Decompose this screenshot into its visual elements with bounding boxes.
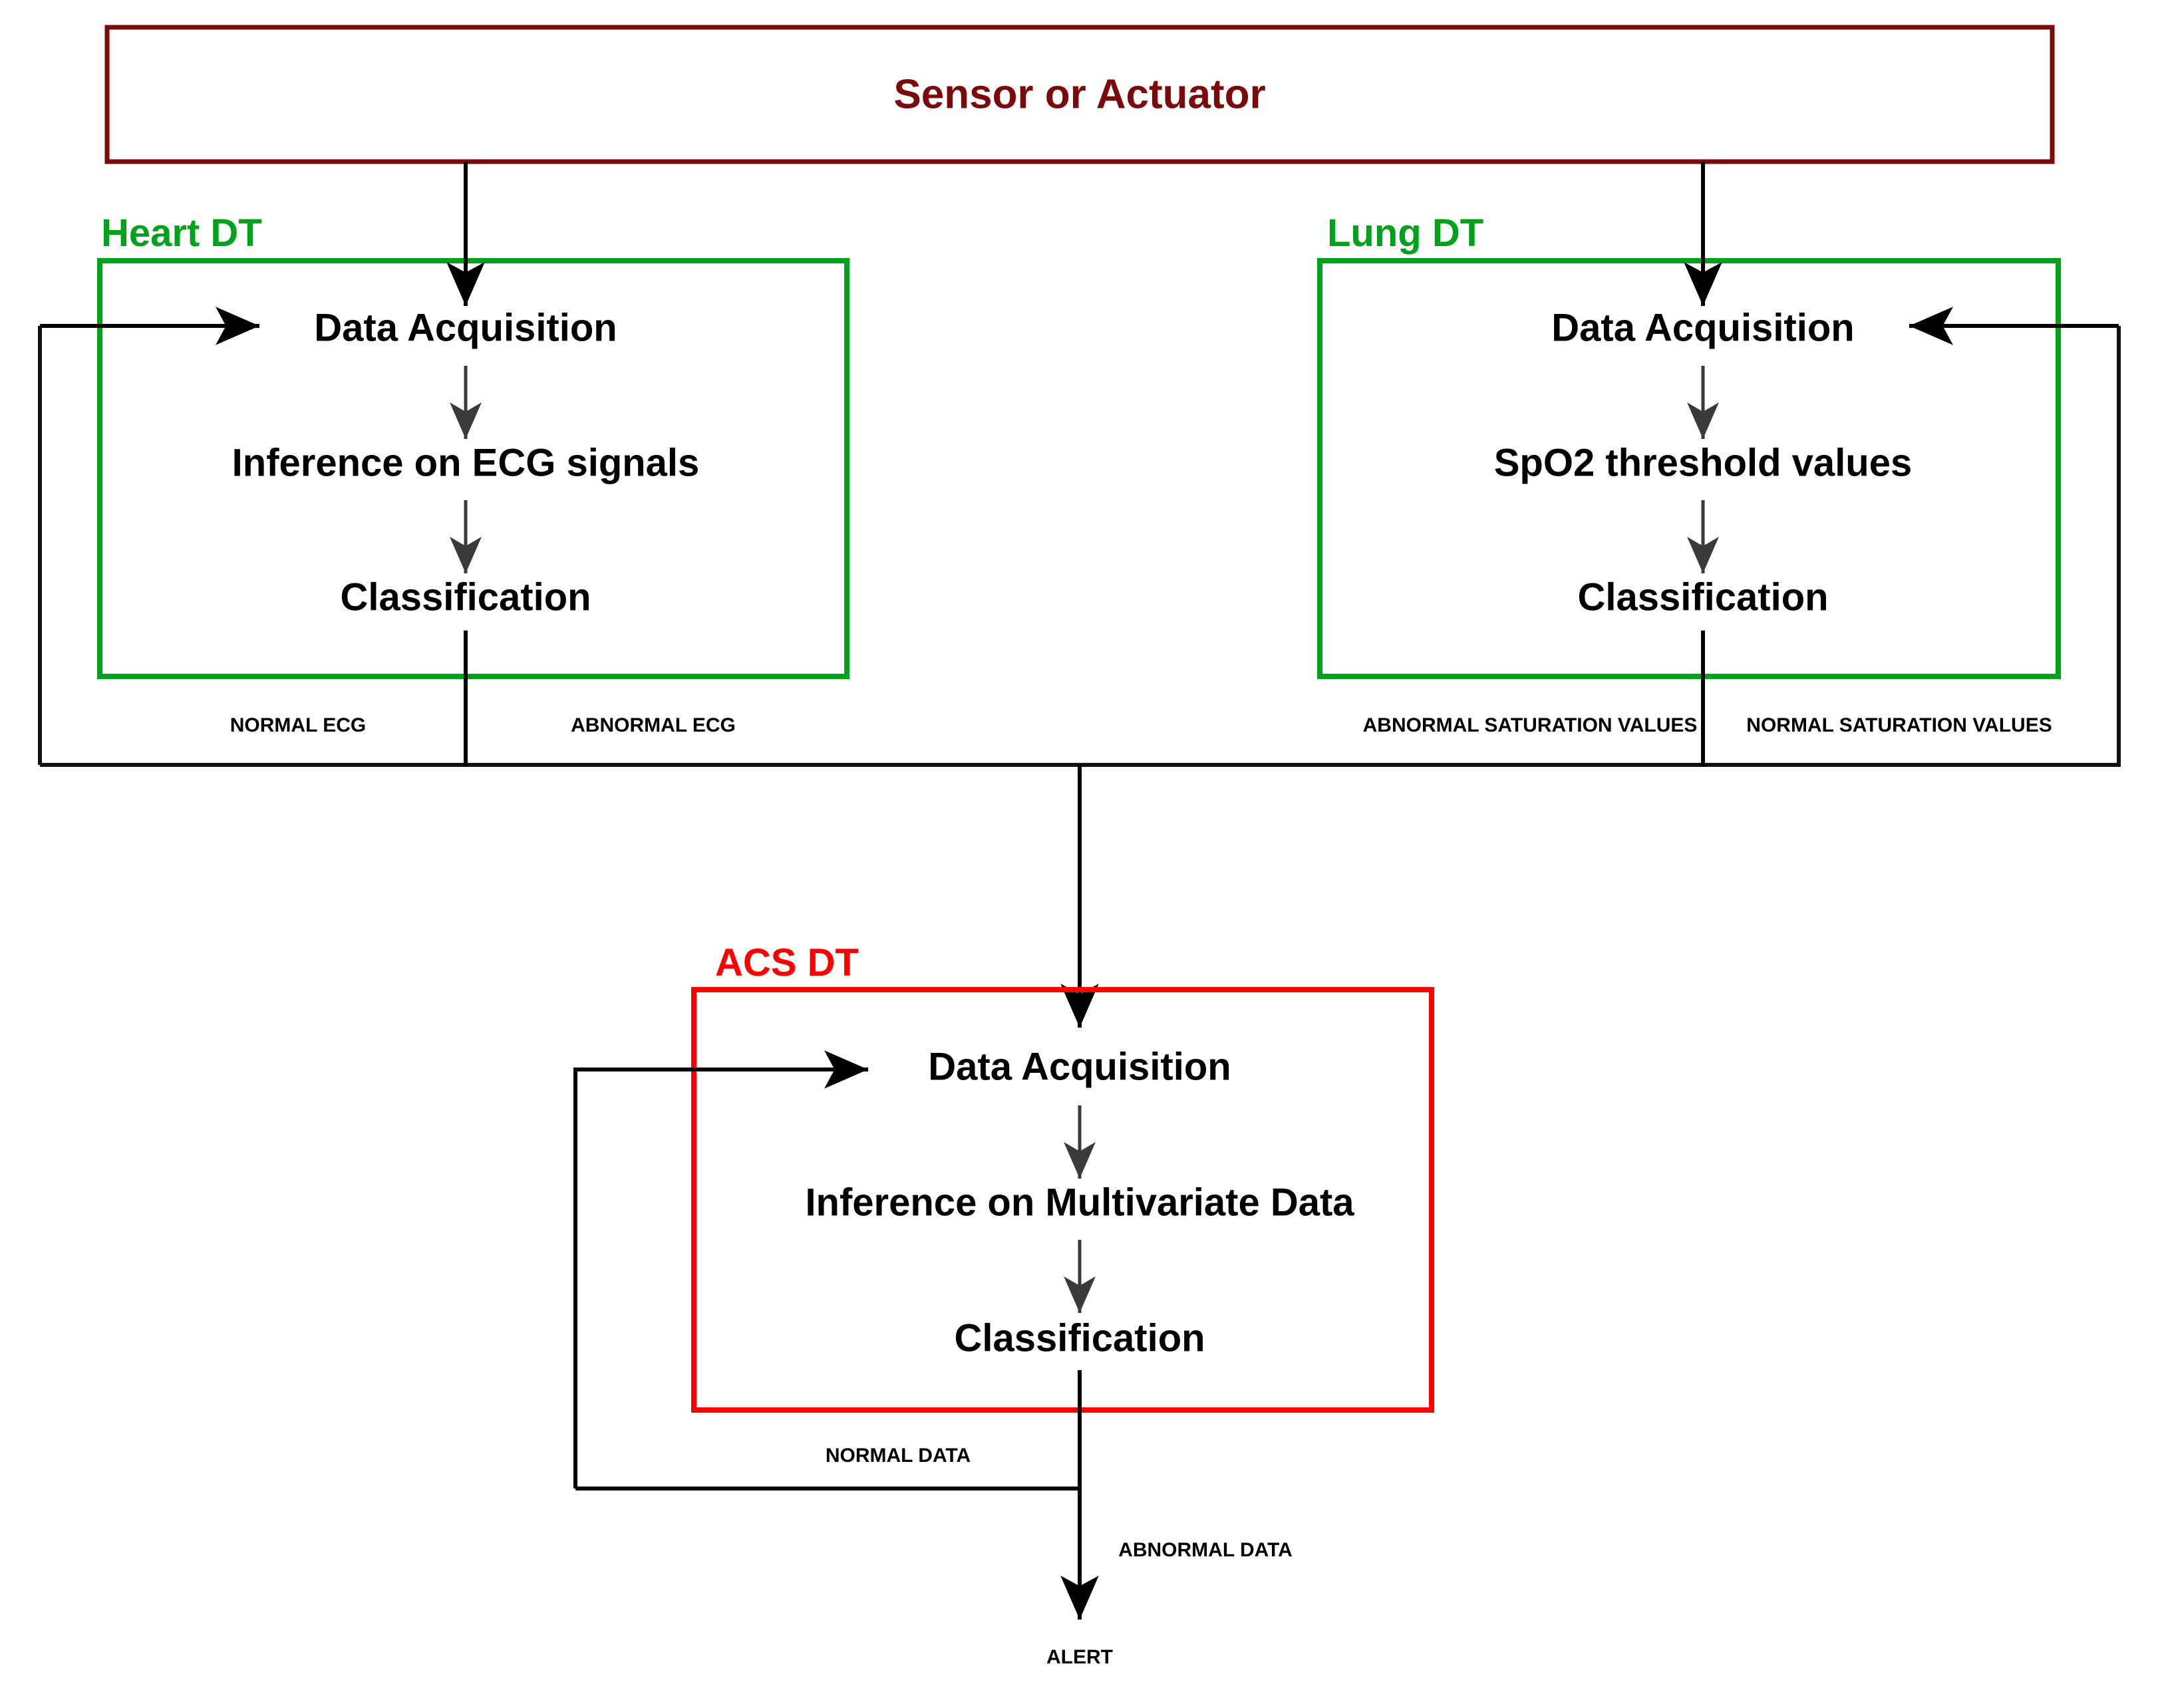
acs-feedback-loop [573,1050,868,1489]
lung-dt-title: Lung DT [1327,212,1483,255]
acs-output-normal-data: NORMAL DATA [826,1445,971,1467]
acs-dt-title: ACS DT [715,941,859,984]
acs-step-data-acquisition: Data Acquisition [928,1045,1231,1088]
acs-dt-box [691,987,1434,1413]
sensor-actuator-box [104,25,2055,164]
sensor-actuator-label: Sensor or Actuator [893,71,1265,117]
lung-step-classification: Classification [1577,575,1828,619]
heart-output-abnormal-ecg: ABNORMAL ECG [571,714,736,736]
heart-dt-box [97,258,849,679]
heart-step-inference: Inference on ECG signals [232,441,700,484]
lung-step-data-acquisition: Data Acquisition [1551,306,1854,349]
lung-step-spo2-threshold: SpO2 threshold values [1494,441,1913,484]
acs-step-inference: Inference on Multivariate Data [805,1181,1354,1224]
outer-routing-frame [38,326,2121,767]
heart-step-data-acquisition: Data Acquisition [314,306,617,349]
heart-step-classification: Classification [340,575,591,619]
lung-dt-box [1317,258,2061,679]
acs-output-abnormal-data: ABNORMAL DATA [1118,1539,1293,1561]
heart-dt-title: Heart DT [101,212,262,255]
alert-terminal-label: ALERT [1046,1646,1113,1668]
lung-output-normal-saturation: NORMAL SATURATION VALUES [1746,714,2052,736]
lung-output-abnormal-saturation: ABNORMAL SATURATION VALUES [1363,714,1698,736]
heart-output-normal-ecg: NORMAL ECG [230,714,366,736]
acs-step-classification: Classification [954,1316,1205,1359]
